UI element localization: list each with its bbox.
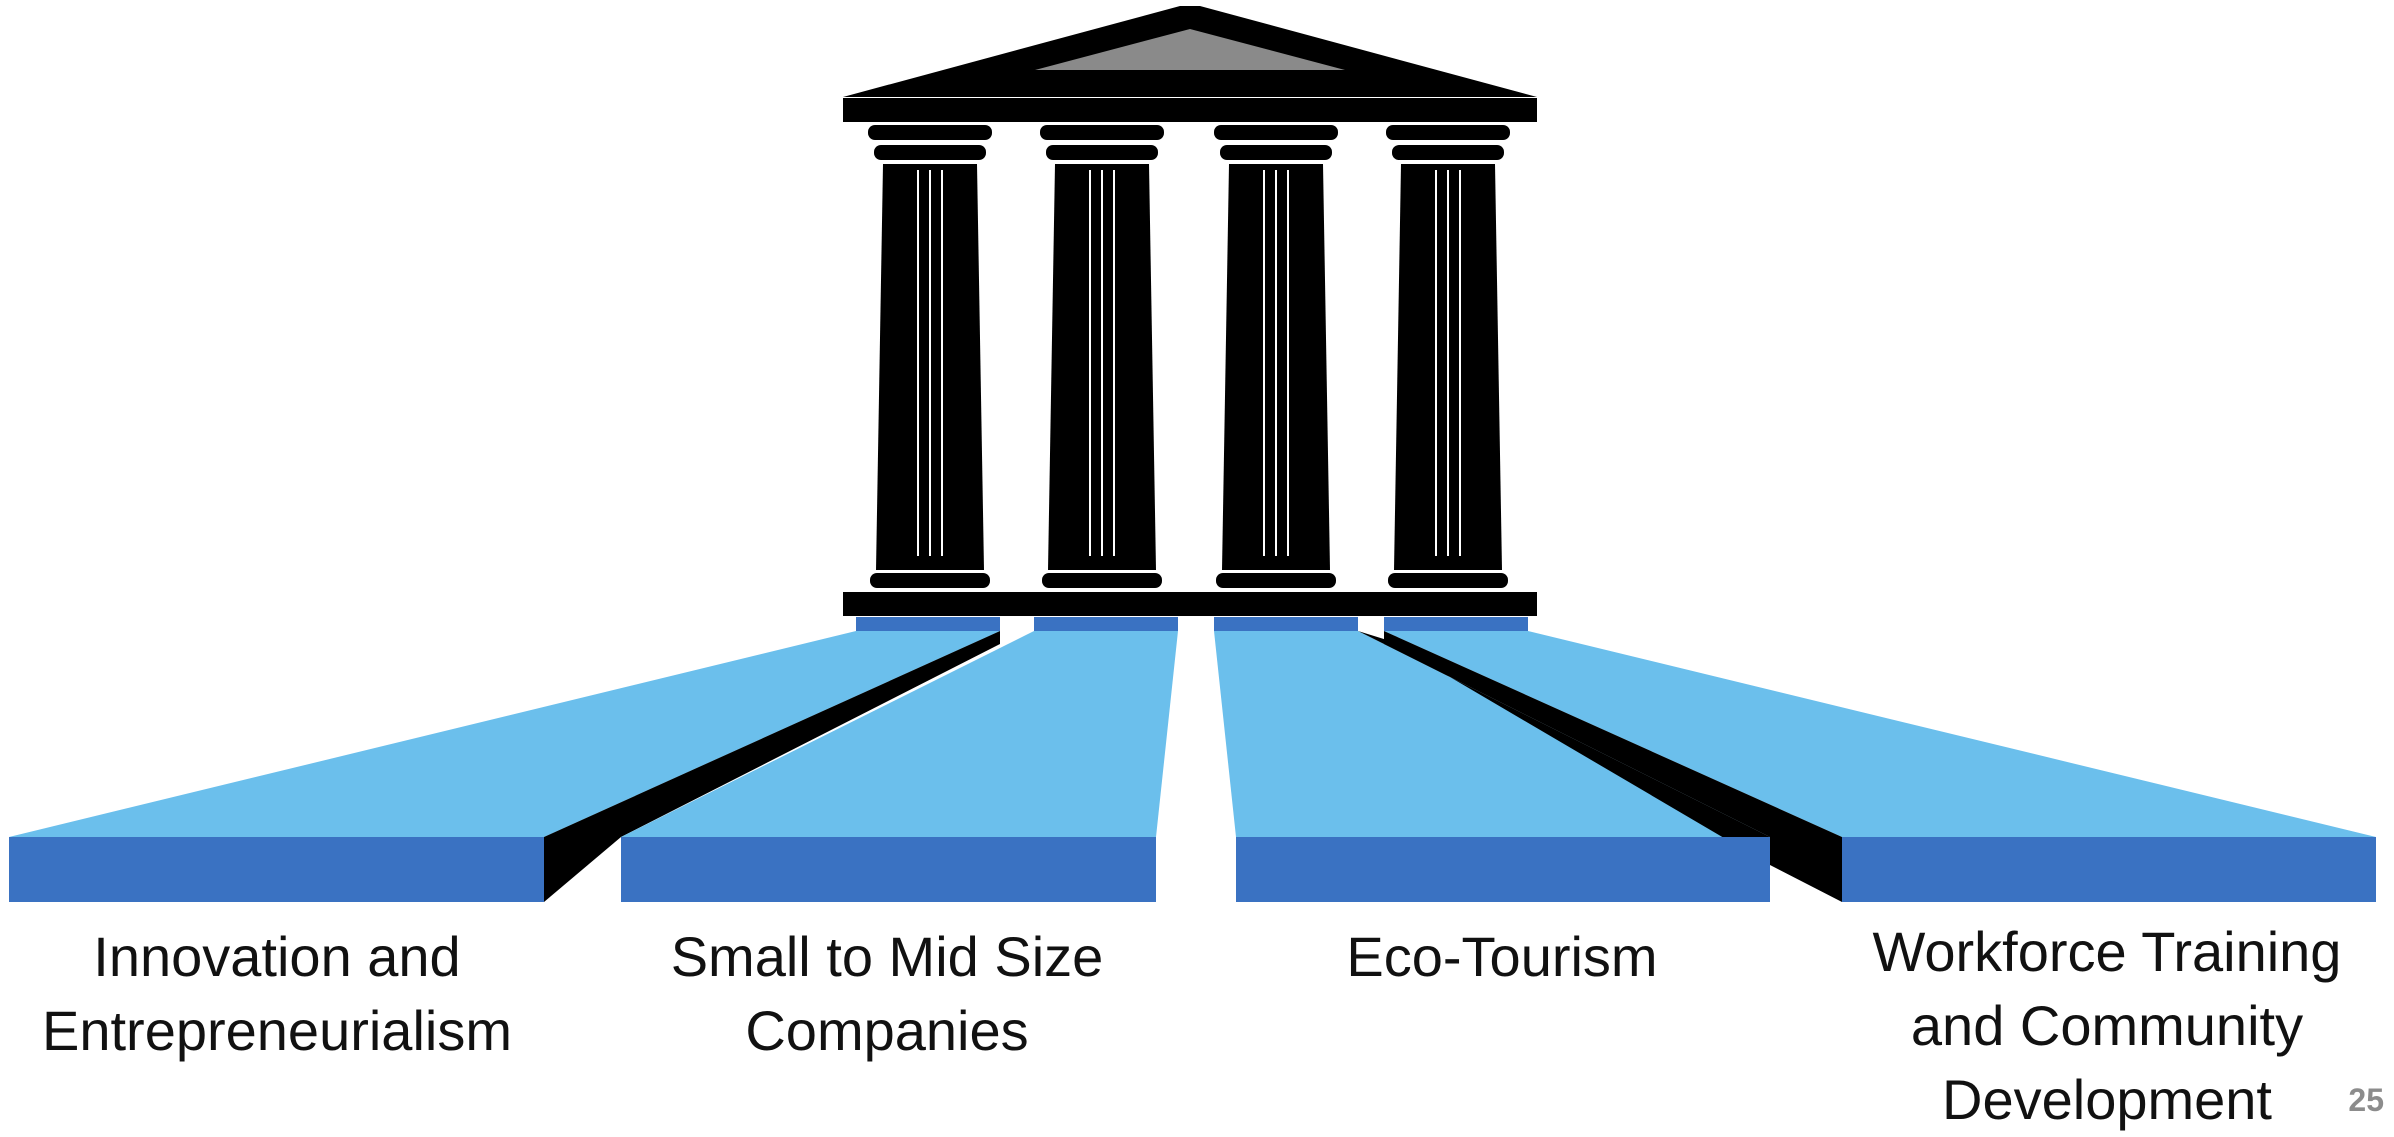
pillar-label-line: Workforce Training (1872, 920, 2342, 983)
pillar-label-line: Eco-Tourism (1346, 925, 1658, 988)
plank-small-mid-size (621, 631, 1178, 902)
plank-pad (856, 617, 1000, 631)
entablature (843, 98, 1537, 122)
plank-pad (1214, 617, 1358, 631)
pillar-label-workforce: Workforce Training and Community Develop… (1827, 915, 2387, 1137)
plank-pad (1384, 617, 1528, 631)
column (1386, 125, 1510, 588)
pillar-label-line: and Community (1910, 994, 2304, 1057)
plank-innovation (9, 631, 1000, 902)
pediment-inner (1035, 29, 1345, 70)
pillar-label-small-mid-size: Small to Mid Size Companies (607, 920, 1167, 1068)
column (868, 125, 992, 588)
pillar-label-eco-tourism: Eco-Tourism (1222, 920, 1782, 994)
pillar-label-line: Innovation and (93, 925, 461, 988)
temple-roof (843, 6, 1537, 122)
pillar-label-line: Companies (745, 999, 1029, 1062)
column (1214, 125, 1338, 588)
pillar-label-line: Entrepreneurialism (42, 999, 512, 1062)
column (1040, 125, 1164, 588)
page-number: 25 (2348, 1082, 2384, 1118)
pillar-label-line: Small to Mid Size (670, 925, 1104, 988)
pillar-label-line: Development (1942, 1068, 2272, 1131)
pillar-label-innovation: Innovation and Entrepreneurialism (0, 920, 557, 1068)
temple-base (843, 592, 1537, 616)
plank-pad (1034, 617, 1178, 631)
plank-workforce (1384, 631, 2376, 902)
plank-eco-tourism (1214, 631, 1770, 902)
